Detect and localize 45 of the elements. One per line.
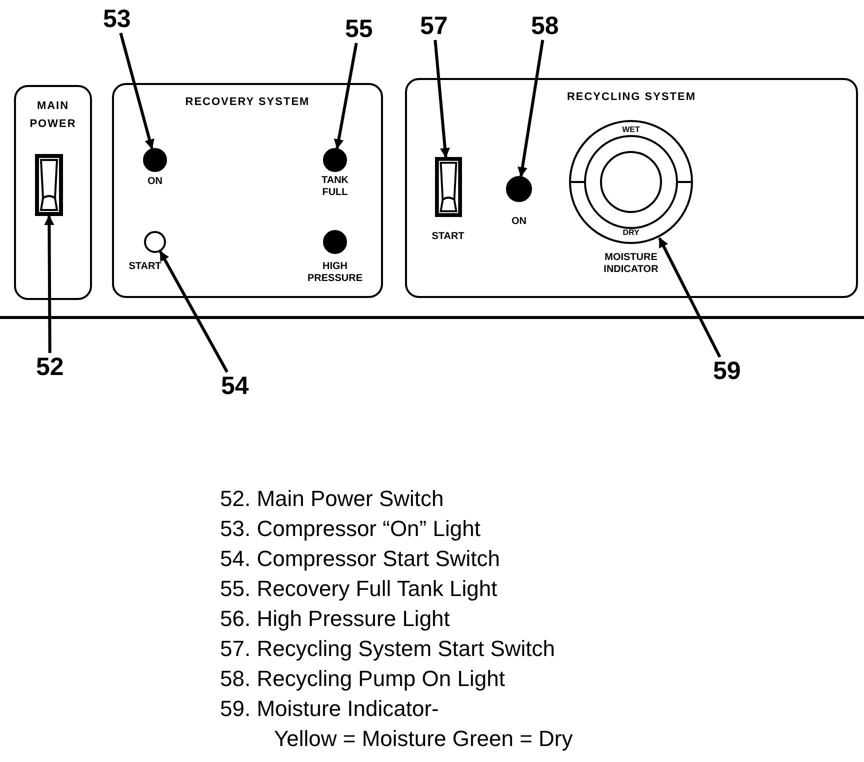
leader-arrow — [44, 215, 54, 353]
callout-number: 55 — [345, 15, 373, 43]
parts-list-item: 55. Recovery Full Tank Light — [220, 575, 498, 603]
rocker-switch — [435, 157, 462, 217]
control-label: START — [430, 231, 466, 243]
callout-number: 58 — [531, 12, 559, 40]
leader-arrow — [434, 40, 450, 158]
control-label: HIGH PRESSURE — [306, 261, 364, 285]
control-label: ON — [146, 176, 164, 188]
callout-number: 53 — [103, 5, 131, 33]
callout-number: 59 — [713, 357, 741, 385]
rocker-switch — [35, 154, 63, 216]
control-label: ON — [510, 216, 528, 228]
leader-arrow — [334, 42, 358, 150]
panel-heading: RECYCLING SYSTEM — [566, 90, 698, 104]
control-label: TANK FULL — [320, 175, 350, 199]
parts-list-item: 59. Moisture Indicator- Yellow = Moisture Green = Dry — [220, 695, 573, 753]
control-label: MOISTURE INDICATOR — [602, 252, 660, 276]
control-panel — [112, 83, 383, 298]
panel-heading: MAIN POWER — [28, 99, 78, 132]
leader-arrow — [119, 32, 154, 150]
indicator-light — [143, 148, 167, 172]
control-label: START — [128, 261, 162, 273]
leader-arrow — [518, 40, 544, 178]
parts-list-item: 54. Compressor Start Switch — [220, 545, 501, 573]
indicator-light — [506, 176, 532, 202]
parts-list-item: 52. Main Power Switch — [220, 485, 445, 513]
moisture-indicator-gauge — [568, 119, 694, 245]
indicator-light — [323, 148, 347, 172]
callout-number: 57 — [420, 12, 448, 40]
leader-arrow — [658, 237, 722, 358]
control-panel — [14, 85, 92, 300]
leader-arrow — [159, 250, 228, 373]
parts-list-item: 57. Recycling System Start Switch — [220, 635, 556, 663]
indicator-light — [323, 230, 347, 254]
panel-heading: RECOVERY SYSTEM — [184, 95, 311, 109]
control-panel — [405, 78, 858, 298]
callout-number: 54 — [221, 372, 249, 400]
parts-list-item: 58. Recycling Pump On Light — [220, 665, 506, 693]
gauge-label: DRY — [622, 228, 640, 237]
parts-list-item: 53. Compressor “On” Light — [220, 515, 482, 543]
parts-list-item: 56. High Pressure Light — [220, 605, 451, 633]
callout-number: 52 — [36, 353, 64, 381]
gauge-label: WET — [621, 125, 641, 134]
push-button — [144, 231, 166, 253]
